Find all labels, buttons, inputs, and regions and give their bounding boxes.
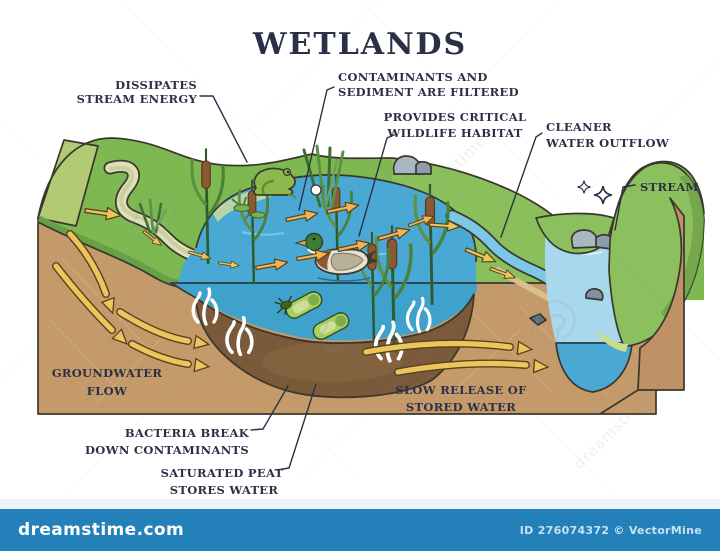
duck-eye [312, 237, 316, 241]
duck-bill [294, 239, 307, 247]
label-habitat-line2: WILDLIFE HABITAT [386, 126, 522, 140]
pointer-outflow [500, 132, 543, 238]
label-groundwater-line1: GROUNDWATER [52, 366, 163, 380]
pool-deep [555, 342, 633, 393]
hill-grass-tuft [138, 198, 168, 234]
mallard-duck [294, 232, 378, 282]
flow-arrows [52, 199, 550, 376]
groundwater-arrow [66, 230, 120, 317]
image-credit: ID 276074372 © VectorMine [519, 523, 702, 537]
footer-bar: dreamstime.com ID 276074372 © VectorMine [0, 509, 720, 551]
slow-release-arrow [362, 339, 534, 357]
label-slow-release-line1: SLOW RELEASE OF [395, 383, 527, 397]
rock-small [529, 313, 547, 326]
watermark-grid [0, 0, 720, 501]
ridge-shade [661, 175, 704, 324]
winding-stream [103, 159, 223, 270]
page-title: WETLANDS [252, 27, 467, 62]
bacteria-pills [274, 291, 350, 340]
label-peat-line1: SATURATED PEAT [161, 466, 284, 480]
label-dissipates-line1: DISSIPATES [115, 78, 197, 92]
right-ridge [598, 162, 705, 415]
label-bacteria-line1: BACTERIA BREAK [125, 426, 250, 440]
pointer-bacteria [250, 385, 289, 431]
duck-head [304, 232, 324, 252]
duck-ripple [317, 277, 371, 282]
label-contaminants-line1: CONTAMINANTS AND [338, 70, 488, 84]
label-peat-line2: STORES WATER [170, 483, 279, 497]
hill-left-facet [37, 139, 99, 227]
hill-rocks [392, 155, 432, 175]
pointer-peat [276, 383, 317, 471]
ridge-sliver [598, 332, 628, 352]
lily-pads [231, 196, 266, 220]
ripple-1 [241, 231, 285, 236]
label-outflow-line1: CLEANER [546, 120, 612, 134]
watermark-spiral [130, 193, 576, 352]
callout-labels: DISSIPATES STREAM ENERGY CONTAMINANTS AN… [52, 70, 699, 497]
water-bug [274, 295, 293, 315]
pointer-contaminants [298, 86, 335, 211]
footer-divider [0, 499, 720, 509]
label-groundwater-line2: FLOW [87, 384, 128, 398]
duck-wing [330, 252, 364, 271]
dreamstime-logo: dreamstime.com [18, 520, 185, 540]
groundwater-arrow [116, 308, 211, 352]
wetlands-diagram: WETLANDS DISSIPATES STREAM ENERGY CONTAM… [0, 0, 720, 501]
vegetation [138, 144, 450, 354]
sparkle-icon [593, 185, 613, 205]
label-bacteria-line2: DOWN CONTAMINANTS [85, 443, 249, 457]
slow-release-arrow [394, 358, 550, 376]
block-bottom-slant [599, 389, 639, 415]
pointer-dissipates [199, 95, 248, 163]
egg-bubble [310, 184, 322, 196]
rock-pool [585, 288, 604, 301]
label-outflow-line2: WATER OUTFLOW [545, 136, 670, 150]
pointer-lines [199, 86, 636, 471]
pointer-habitat [358, 134, 395, 237]
label-dissipates-line2: STREAM ENERGY [77, 92, 198, 106]
reed-tuft [302, 144, 345, 208]
label-habitat-line1: PROVIDES CRITICAL [384, 110, 527, 124]
pointer-stream [614, 184, 636, 231]
label-contaminants-line2: SEDIMENT ARE FILTERED [338, 85, 519, 99]
underwater-boundary [171, 282, 475, 344]
soil-right-facet [637, 197, 685, 391]
pond-underwater [172, 283, 477, 341]
frog [253, 167, 297, 199]
groundwater-arrow [128, 340, 211, 374]
label-slow-release-line2: STORED WATER [406, 400, 516, 414]
groundwater-arrow [52, 262, 133, 350]
label-stream: STREAM [640, 180, 699, 194]
